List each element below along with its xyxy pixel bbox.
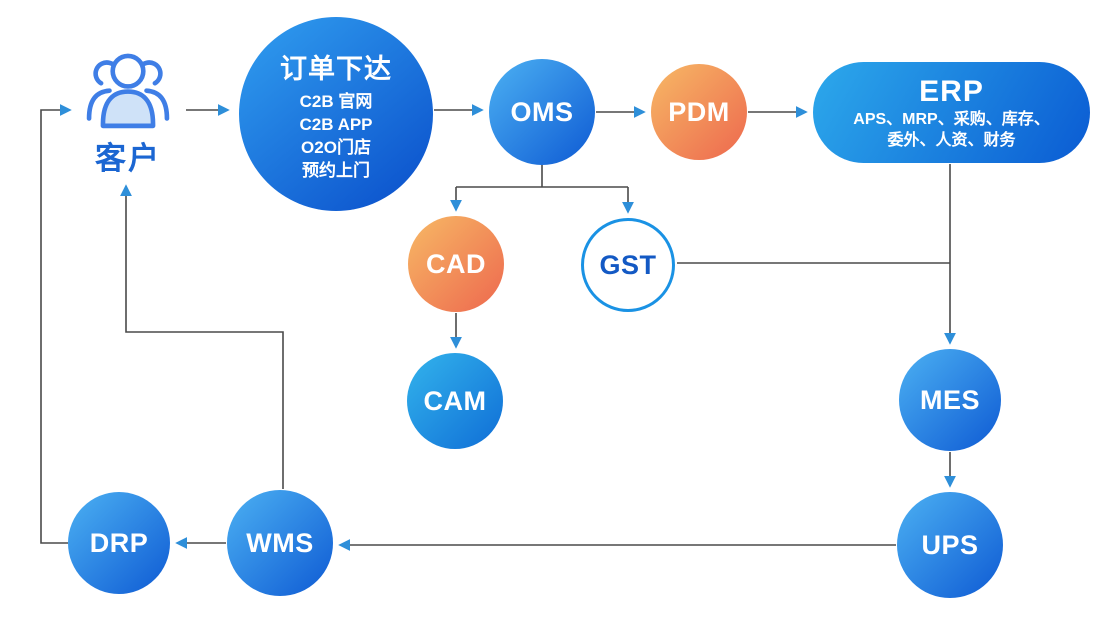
node-cad: CAD — [408, 216, 504, 312]
node-order: 订单下达 C2B 官网 C2B APP O2O门店 预约上门 — [239, 17, 433, 211]
node-oms: OMS — [489, 59, 595, 165]
node-customer: 客户 — [68, 48, 188, 178]
ups-label: UPS — [921, 529, 979, 560]
order-channel-c2b-web: C2B 官网 — [299, 91, 373, 111]
customer-label: 客户 — [95, 141, 161, 176]
cad-label: CAD — [426, 248, 486, 279]
order-channel-o2o-store: O2O门店 — [301, 137, 371, 157]
node-mes: MES — [899, 349, 1001, 451]
erp-title: ERP — [919, 74, 984, 108]
connector-drp-customer — [40, 104, 72, 544]
erp-detail-line2: 委外、人资、财务 — [887, 131, 1016, 149]
node-gst: GST — [581, 218, 675, 312]
node-ups: UPS — [897, 492, 1003, 598]
node-drp: DRP — [68, 492, 170, 594]
node-cam: CAM — [407, 353, 503, 449]
oms-label: OMS — [510, 96, 574, 127]
drp-label: DRP — [89, 527, 149, 558]
gst-label: GST — [599, 249, 657, 280]
customers-icon — [86, 53, 170, 129]
order-channel-c2b-app: C2B APP — [299, 114, 373, 134]
order-channel-appointment: 预约上门 — [302, 160, 370, 180]
node-pdm: PDM — [651, 64, 747, 160]
erp-detail-line1: APS、MRP、采购、库存、 — [853, 110, 1050, 128]
wms-label: WMS — [246, 527, 314, 558]
connector-wms-customer — [120, 184, 284, 489]
order-title: 订单下达 — [280, 53, 392, 84]
pdm-label: PDM — [668, 96, 730, 127]
cam-label: CAM — [423, 385, 487, 416]
node-erp: ERP APS、MRP、采购、库存、 委外、人资、财务 — [813, 62, 1090, 163]
node-wms: WMS — [227, 490, 333, 596]
mes-label: MES — [919, 384, 980, 415]
